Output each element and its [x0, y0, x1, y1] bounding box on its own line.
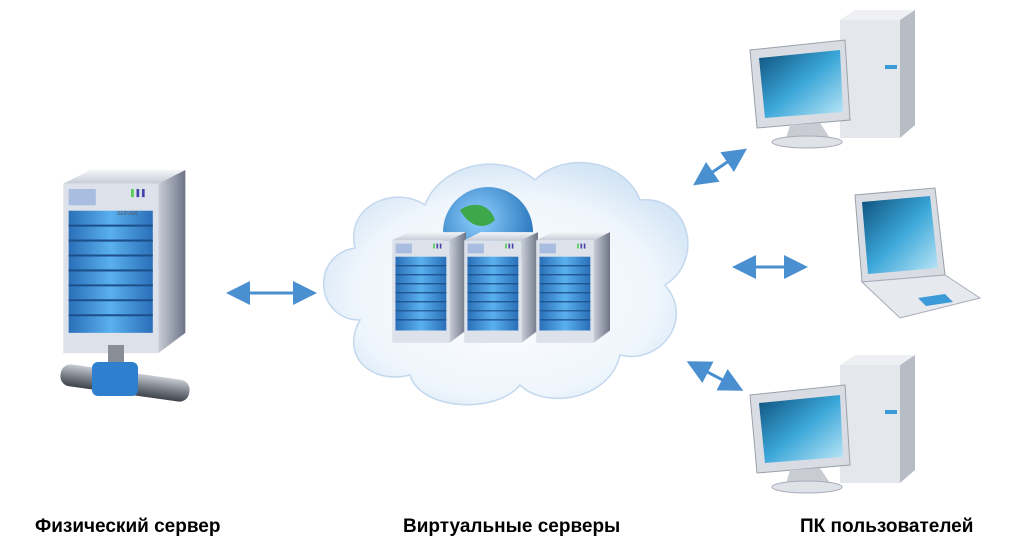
label-user-pcs: ПК пользователей: [800, 516, 974, 537]
arrow-cloud-pc-bottom: [686, 361, 744, 391]
desktop-pc-icon: [749, 355, 916, 494]
server-logo-text: SERVER: [117, 211, 138, 217]
label-physical-server: Физический сервер: [35, 516, 221, 537]
physical-server-icon: SERVER: [60, 170, 190, 402]
desktop-pc-icon: [749, 10, 916, 149]
arrow-cloud-pc-top: [693, 148, 747, 186]
virtual-server-icon: [463, 232, 538, 344]
virtual-server-icon: [535, 232, 610, 344]
laptop-icon: [854, 187, 982, 319]
label-virtual-servers: Виртуальные серверы: [403, 516, 621, 537]
virtual-server-icon: [391, 232, 466, 344]
